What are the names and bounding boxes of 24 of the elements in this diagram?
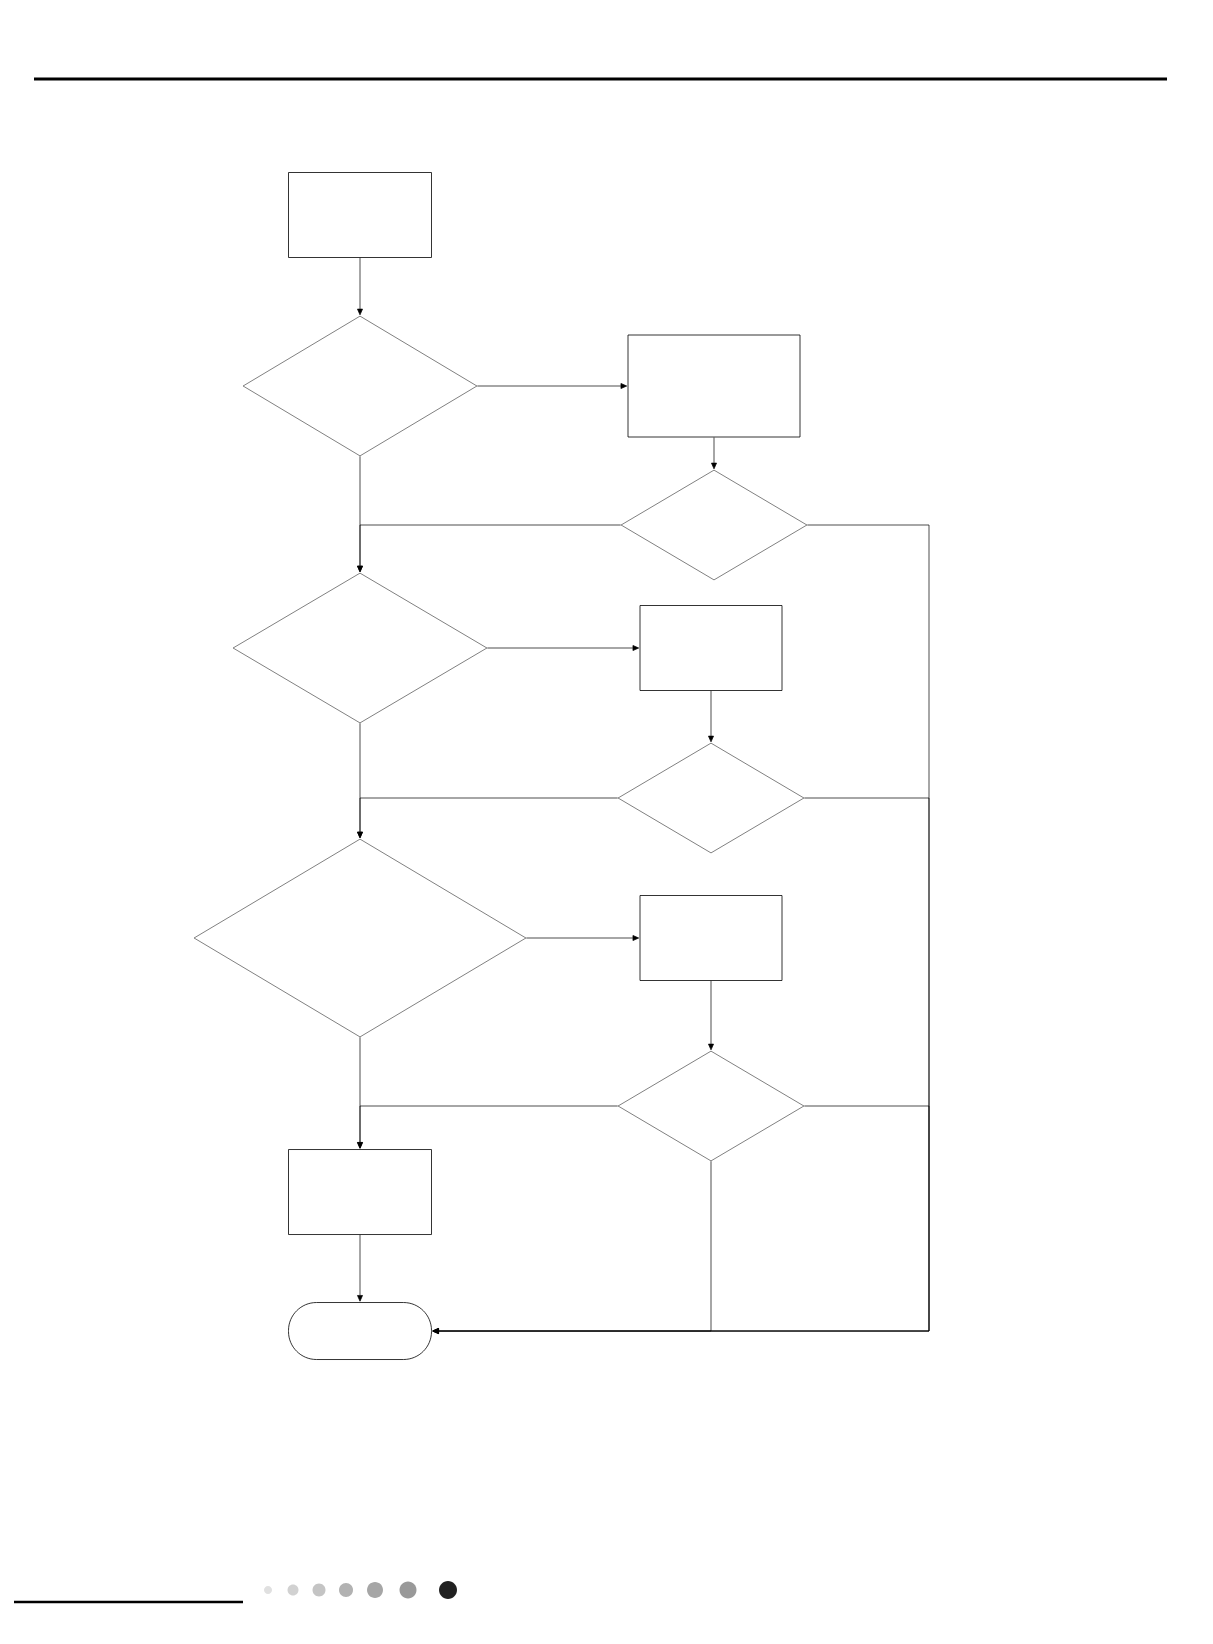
process-box: [639, 895, 783, 981]
arrow: [476, 383, 628, 389]
decision-diamond: [617, 1050, 805, 1162]
arrow: [711, 437, 717, 470]
arrow: [357, 257, 363, 316]
process-box: [639, 605, 783, 691]
process-box: [288, 172, 432, 258]
decision-diamond: [242, 315, 478, 457]
arrow: [708, 690, 714, 743]
decision-diamond: [617, 742, 805, 854]
decision-diamond: [193, 838, 527, 1038]
arrow: [432, 1160, 712, 1334]
arrow: [357, 1234, 363, 1302]
arrow: [357, 524, 622, 573]
arrow: [486, 645, 640, 651]
process-box: [288, 1149, 432, 1235]
arrow: [525, 935, 640, 941]
arrow: [357, 797, 619, 839]
arrow: [708, 980, 714, 1051]
arrow: [357, 1105, 619, 1149]
decision-diamond: [620, 469, 808, 581]
process-box: [627, 334, 801, 438]
terminal-stadium: [288, 1302, 432, 1360]
decision-diamond: [232, 572, 488, 724]
